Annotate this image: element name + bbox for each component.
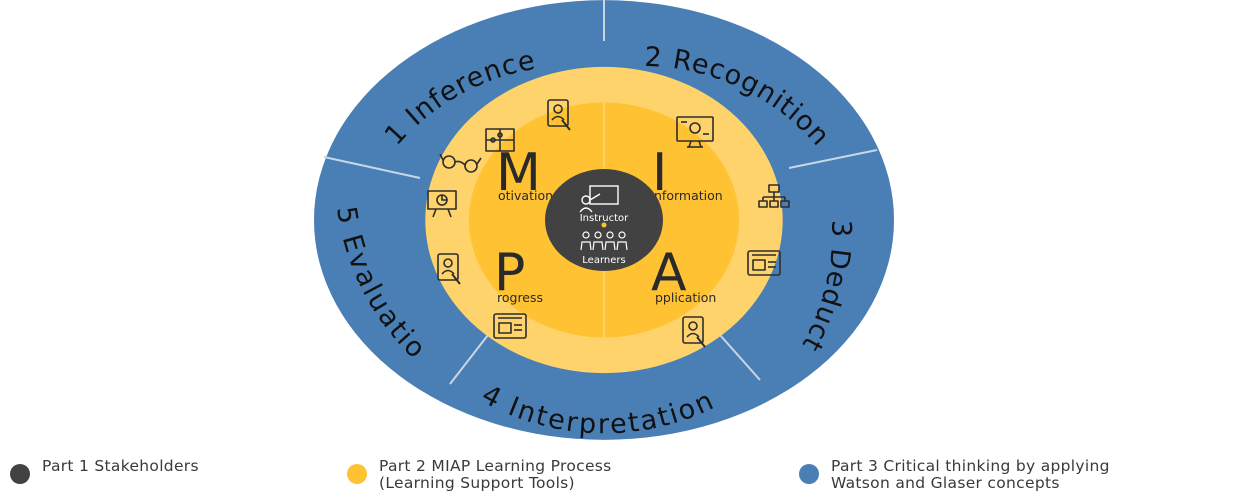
legend-item-critical-thinking: Part 3 Critical thinking by applying Wat… <box>799 458 1110 492</box>
legend-line: Part 3 Critical thinking by applying <box>831 457 1110 475</box>
core-center-dot <box>601 222 607 228</box>
legend-item-stakeholders: Part 1 Stakeholders <box>10 458 199 484</box>
miap-word-i: nformation <box>654 188 723 203</box>
legend-dot-dark <box>10 464 30 484</box>
puzzle-icon <box>485 128 515 152</box>
miap-letter-p: P <box>494 243 525 303</box>
legend-text: Part 2 MIAP Learning Process (Learning S… <box>379 458 612 492</box>
computer-icon <box>676 116 714 148</box>
legend-line: Part 1 Stakeholders <box>42 457 199 475</box>
user-card-icon <box>682 316 706 348</box>
news-card-icon <box>747 250 781 276</box>
legend-dot-blue <box>799 464 819 484</box>
legend-item-miap: Part 2 MIAP Learning Process (Learning S… <box>347 458 612 492</box>
outer-dividers <box>323 0 878 385</box>
miap-diagram: 1 Inference 2 Recognition 3 Deduction 4 … <box>0 0 894 440</box>
legend-dot-yellow <box>347 464 367 484</box>
user-card-icon <box>547 99 571 131</box>
presentation-icon <box>427 190 457 218</box>
miap-word-a: pplication <box>655 290 716 305</box>
legend-text: Part 3 Critical thinking by applying Wat… <box>831 458 1110 492</box>
hierarchy-icon <box>758 184 790 208</box>
legend-line: Watson and Glaser concepts <box>831 474 1060 492</box>
news-card-icon <box>493 313 527 339</box>
user-card-icon <box>437 253 461 285</box>
miap-letter-m: M <box>496 143 541 203</box>
legend-line: Part 2 MIAP Learning Process <box>379 457 612 475</box>
miap-word-p: rogress <box>497 290 543 305</box>
learners-icon <box>580 231 628 251</box>
miap-word-m: otivation <box>498 188 553 203</box>
instructor-icon <box>579 185 619 213</box>
miap-letter-a: A <box>651 243 687 303</box>
legend-text: Part 1 Stakeholders <box>42 458 199 475</box>
core-circle <box>545 169 663 271</box>
core-top-label: Instructor <box>580 213 629 224</box>
core-bottom-label: Learners <box>582 255 625 266</box>
miap-letter-i: I <box>652 143 667 203</box>
legend-line: (Learning Support Tools) <box>379 474 575 492</box>
glasses-icon <box>439 153 482 173</box>
